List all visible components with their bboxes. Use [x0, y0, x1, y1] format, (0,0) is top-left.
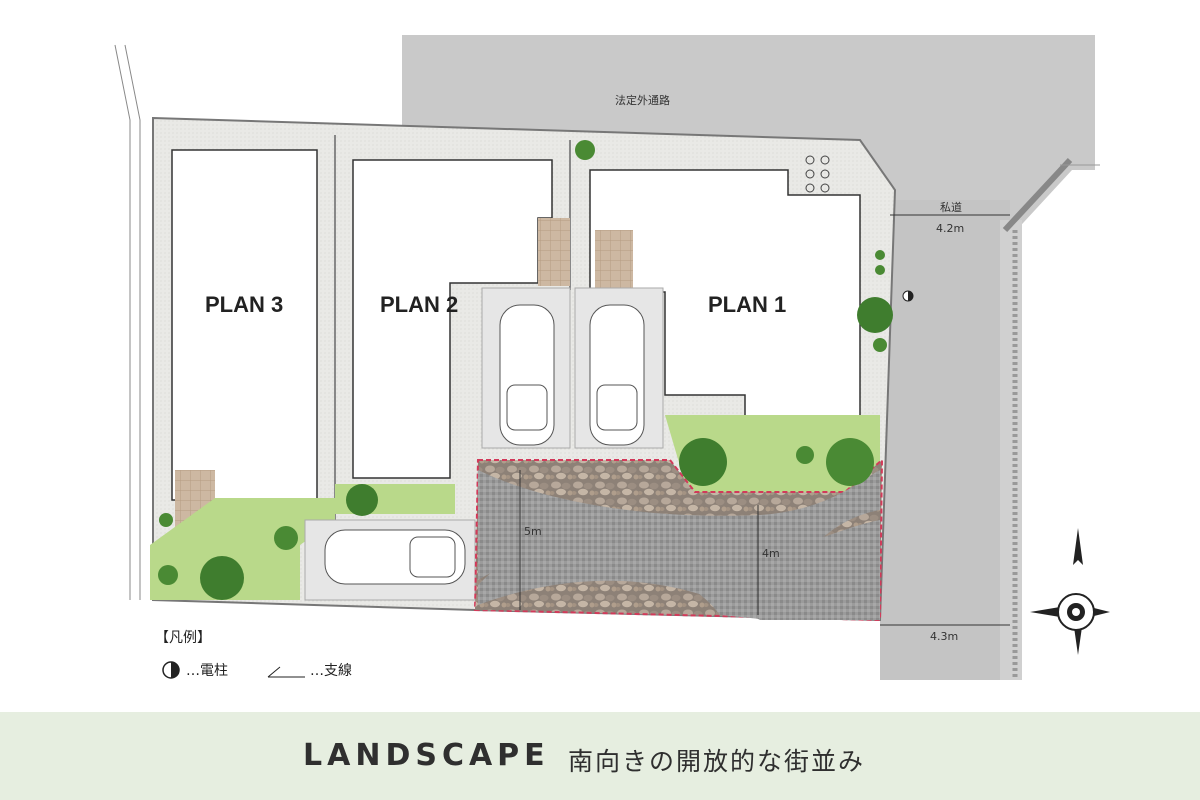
footer-title: LANDSCAPE: [303, 738, 550, 773]
footer-subtitle: 南向きの開放的な街並み: [568, 747, 866, 776]
building-plan3: [171, 149, 318, 501]
right-street: [1000, 220, 1022, 680]
lawn-plan3: [150, 498, 335, 600]
car-plan2: [499, 304, 555, 446]
car-plan3: [324, 529, 466, 585]
legend-pole-icon: [162, 661, 180, 679]
legend-title: 【凡例】: [155, 630, 211, 646]
dim-4m: 4m: [762, 547, 780, 560]
private-road: [880, 200, 1010, 680]
bottom-width: 4.3m: [930, 630, 958, 643]
bicycle-rack: [805, 155, 830, 193]
plan1-label: PLAN 1: [708, 292, 786, 317]
car-plan1: [589, 304, 645, 446]
plan3-label: PLAN 3: [205, 292, 283, 317]
north-passage-label: 法定外通路: [615, 93, 670, 107]
footer-band: [0, 712, 1200, 800]
site-plan-map: PLAN 3 PLAN 2 PLAN 1 法定外通路 私道 4.2m 4.3m …: [114, 35, 1110, 680]
private-road-label: 私道: [940, 200, 962, 214]
trees: [158, 140, 893, 600]
private-road-width: 4.2m: [936, 222, 964, 235]
plan2-label: PLAN 2: [380, 292, 458, 317]
legend-guy-wire-icon: [267, 666, 305, 678]
compass-icon: [1030, 528, 1110, 655]
legend-pole-label: …電柱: [186, 663, 228, 679]
legend-guy-wire-label: …支線: [310, 663, 352, 679]
dim-5m: 5m: [524, 525, 542, 538]
electric-pole-marker: [902, 290, 914, 302]
